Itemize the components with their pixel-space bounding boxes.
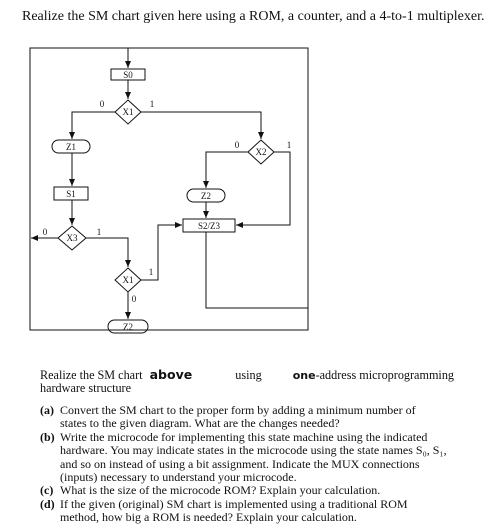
question-text-line: Convert the SM chart to the proper form … bbox=[60, 403, 416, 417]
decision-diamond-x3 bbox=[57, 225, 87, 251]
question-text-line: Write the microcode for implementing thi… bbox=[60, 429, 428, 444]
state-box-s2z3 bbox=[182, 218, 236, 233]
question-label: (c) bbox=[40, 483, 54, 498]
branch-label: 1 bbox=[149, 267, 154, 277]
state-oval-z1 bbox=[51, 139, 91, 154]
state-oval-z2-lower bbox=[107, 319, 149, 334]
state-label-z1: Z1 bbox=[66, 142, 76, 152]
branch-label: 0 bbox=[43, 227, 48, 237]
question-label: (b) bbox=[40, 429, 55, 444]
decision-diamond-x2 bbox=[247, 139, 275, 165]
realize-text-1: Realize the SM chart bbox=[40, 368, 143, 382]
decision-diamond-x1-top bbox=[114, 99, 142, 125]
arrow-x1-0-to-z1 bbox=[69, 111, 115, 139]
question-text-line: states to the given diagram. What are th… bbox=[60, 416, 340, 431]
branch-label: 1 bbox=[150, 99, 155, 109]
state-label-s2z3: S2/Z3 bbox=[198, 221, 221, 231]
state-label-z2-upper: Z2 bbox=[201, 191, 211, 201]
problem-title: Realize the SM chart given here using a … bbox=[22, 9, 484, 24]
handwritten-above: above bbox=[149, 367, 193, 382]
sm-chart: S0 X1 0 1 Z1 X2 0 1 S1 Z2 S2/Z3 X3 0 1 X… bbox=[29, 47, 309, 334]
question-text-line: hardware. You may indicate states in the… bbox=[60, 443, 447, 458]
realize-text-2: using bbox=[235, 368, 262, 382]
realize-statement-line-2: hardware structure bbox=[40, 381, 132, 395]
state-label-s0: S0 bbox=[123, 70, 133, 80]
state-label-s1: S1 bbox=[66, 189, 76, 199]
question-text-line: (inputs) necessary to understand your mi… bbox=[60, 470, 297, 484]
branch-label: 0 bbox=[132, 294, 137, 304]
chart-frame bbox=[29, 47, 309, 331]
question-text-line: If the given (original) SM chart is impl… bbox=[60, 496, 408, 511]
decision-label-x1-bottom: X1 bbox=[123, 275, 134, 285]
question-text-line: method, how big a ROM is needed? Explain… bbox=[60, 510, 357, 525]
realize-text-3: -address microprogramming bbox=[315, 368, 455, 382]
branch-label: 1 bbox=[97, 227, 102, 237]
arrow-x3-1-to-x1 bbox=[86, 237, 131, 267]
arrow-x1-1-to-x2 bbox=[141, 111, 264, 139]
handwritten-one: one bbox=[292, 369, 316, 382]
question-text-line: and so on instead of using a bit assignm… bbox=[60, 456, 420, 471]
state-label-z2-lower: Z2 bbox=[123, 322, 133, 332]
line-s2z3-to-frame bbox=[205, 232, 308, 309]
state-box-s1 bbox=[53, 186, 89, 201]
branch-label: 1 bbox=[287, 140, 292, 150]
arrow-x1b-1-to-s2z3 bbox=[141, 222, 182, 281]
decision-label-x2: X2 bbox=[256, 147, 267, 157]
realize-statement: Realize the SM chart above using one-add… bbox=[40, 367, 454, 383]
question-text-line: What is the size of the microcode ROM? E… bbox=[60, 483, 381, 498]
arrow-x2-0-to-z2 bbox=[203, 151, 248, 188]
arrow-x2-1-to-s2z3 bbox=[236, 151, 291, 228]
branch-label: 0 bbox=[100, 99, 105, 109]
decision-label-x1-top: X1 bbox=[123, 107, 134, 117]
question-label: (a) bbox=[40, 403, 54, 417]
branch-label: 0 bbox=[235, 140, 240, 150]
question-label: (d) bbox=[40, 496, 55, 511]
decision-label-x3: X3 bbox=[67, 233, 78, 243]
